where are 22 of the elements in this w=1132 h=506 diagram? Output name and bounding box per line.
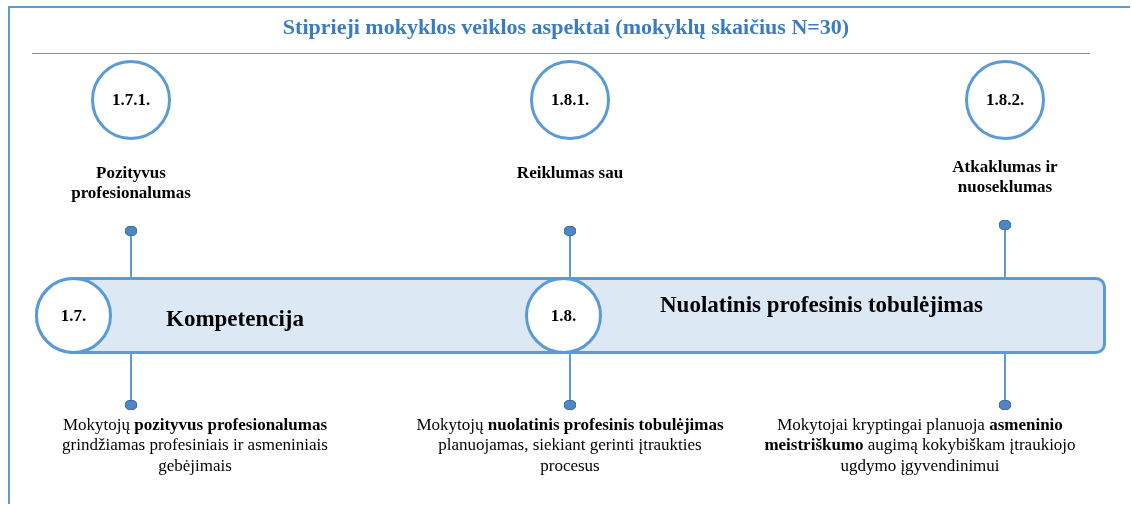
pin-connector (563, 353, 577, 411)
number-circle: 1.7. (35, 277, 112, 354)
pin-connector (124, 353, 138, 411)
aspect-label: Reiklumas sau (515, 163, 625, 211)
pin-connector (124, 225, 138, 278)
aspect-label: Atkaklumas ir nuoseklumas (925, 157, 1085, 205)
number-circle: 1.8.2. (965, 60, 1045, 140)
title: Stiprieji mokyklos veiklos aspektai (mokyklų skaičius N=30) (281, 14, 851, 41)
pin-connector (563, 225, 577, 278)
description-text: Mokytojų pozityvus profesionalumas grindžiamas profesiniais ir asmeniniais gebėjimais (35, 415, 355, 487)
number-circle: 1.7.1. (91, 60, 171, 140)
pin-connector (998, 353, 1012, 411)
aspect-label: Pozityvus profesionalumas (56, 163, 206, 211)
description-text: Mokytojų nuolatinis profesinis tobulėjimas planuojamas, siekiant gerinti įtraukties procesus (415, 415, 725, 487)
number-circle: 1.8. (525, 277, 602, 354)
description-text: Mokytojai kryptingai planuoja asmeninio meistriškumo augimą kokybiškam įtraukiojo ugdymo įgyvendinimui (735, 415, 1105, 487)
band-segment (528, 277, 1106, 354)
band-title: Kompetencija (166, 306, 304, 332)
band-title: Nuolatinis profesinis tobulėjimas (660, 292, 983, 318)
number-circle: 1.8.1. (530, 60, 610, 140)
band-segment (35, 277, 528, 354)
pin-connector (998, 219, 1012, 278)
